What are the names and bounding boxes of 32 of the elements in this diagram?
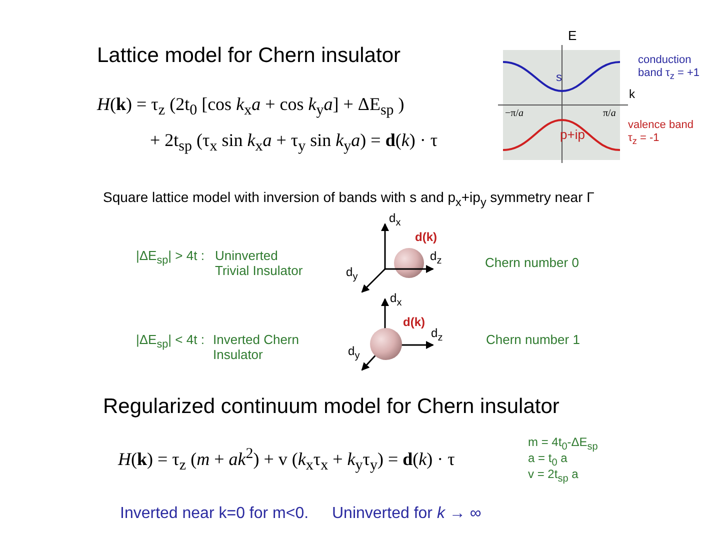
definition-text: a = t$_{0}$ a bbox=[528, 452, 568, 469]
result-text: Chern number 1 bbox=[486, 333, 580, 348]
vector-label: d(k) bbox=[403, 316, 425, 330]
equation: + 2t$_{sp}$ (τ$_{x}$ sin k$_{x}$a + τ$_{y}$ sin k$_{y}$a) = d(k) · τ⃗ bbox=[150, 130, 452, 156]
heading: Regularized continuum model for Chern insulator bbox=[103, 395, 560, 420]
axis-label: d$_{y}$ bbox=[346, 266, 358, 283]
note-text: Inverted near k=0 for m<0. bbox=[120, 505, 309, 524]
tick-label: −π/a bbox=[505, 108, 524, 120]
axis-label: d$_{y}$ bbox=[348, 345, 360, 362]
equation: H(k) = τ$_{z}$ (2t$_{0}$ [cos k$_{x}$a + cos k$_{y}$a] + ΔE$_{sp}$ ) bbox=[97, 94, 404, 120]
definition-text: m = 4t$_{0}$-ΔE$_{sp}$ bbox=[528, 436, 598, 453]
axis-label: k bbox=[629, 88, 635, 102]
band-label: conduction band τ$_{z}$ = +1 bbox=[638, 54, 701, 82]
axis-label: d$_{x}$ bbox=[389, 212, 401, 229]
phase-label: Inverted Chern Insulator bbox=[213, 333, 300, 363]
note-text: Uninverted for k → ∞ bbox=[332, 505, 482, 524]
result-text: Chern number 0 bbox=[485, 256, 579, 271]
axis-label: d$_{z}$ bbox=[430, 250, 442, 267]
axis-label: E bbox=[568, 29, 577, 44]
vector-label: d(k) bbox=[415, 231, 437, 245]
tick-label: π/a bbox=[603, 108, 616, 120]
condition-text: |ΔE$_{sp}$| < 4t : bbox=[136, 333, 204, 352]
definition-text: v = 2t$_{sp}$ a bbox=[528, 468, 578, 485]
band-label: s bbox=[556, 71, 562, 85]
caption-text: Square lattice model with inversion of bands with s and p$_{x}$+ip$_{y}$ symmetry near Γ bbox=[103, 189, 594, 210]
axis-label: d$_{z}$ bbox=[431, 327, 443, 344]
axis-label: d$_{x}$ bbox=[390, 292, 402, 309]
condition-text: |ΔE$_{sp}$| > 4t : bbox=[136, 249, 204, 268]
band-label: valence band τ$_{z}$ = -1 bbox=[628, 119, 694, 146]
phase-label: Uninverted Trivial Insulator bbox=[215, 249, 304, 279]
heading: Lattice model for Chern insulator bbox=[97, 44, 400, 68]
equation: H(k) = τ$_{z}$ (m + ak$^{2}$) + v (k$_{x}$τ$_{x}$ + k$_{y}$τ$_{y}$) = d(k) · τ⃗ bbox=[118, 446, 469, 475]
